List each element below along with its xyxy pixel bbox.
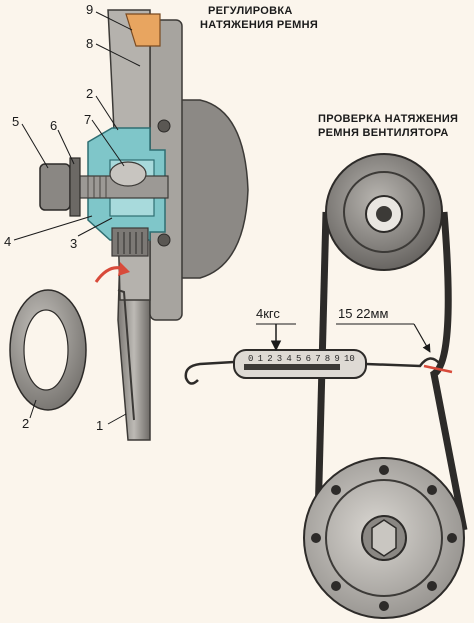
callout-8: 8 <box>86 36 93 51</box>
deflection-marker <box>423 364 453 374</box>
ratchet-nut <box>371 519 397 557</box>
scale-mark-6: 6 <box>306 354 311 364</box>
spare-washer <box>9 289 87 411</box>
housing-bolt-bottom <box>157 233 171 247</box>
callout-2-washer: 2 <box>22 416 29 431</box>
callout-5: 5 <box>12 114 19 129</box>
scale-mark-7: 7 <box>315 354 320 364</box>
scale-slot <box>244 364 340 370</box>
crankshaft-pulley-ring <box>325 479 443 597</box>
belt-right-run <box>430 211 468 531</box>
rotation-arrow-head <box>118 262 130 276</box>
scale-left-hook <box>184 360 235 385</box>
plate-teeth <box>117 232 143 254</box>
generator-pulley-ring <box>343 171 425 253</box>
sleeve <box>109 161 147 187</box>
scale-mark-10: 10 <box>344 354 355 364</box>
heading-check-line2: РЕМНЯ ВЕНТИЛЯТОРА <box>318 127 449 139</box>
scale-mark-5: 5 <box>296 354 301 364</box>
scale-mark-3: 3 <box>277 354 282 364</box>
scale-mark-0: 0 <box>248 354 253 364</box>
belt-drive <box>303 153 468 619</box>
callout-4: 4 <box>4 234 11 249</box>
heading-check-line1: ПРОВЕРКА НАТЯЖЕНИЯ <box>318 113 458 125</box>
callout-1: 1 <box>96 418 103 433</box>
deflection-label: 15 22мм <box>338 306 388 321</box>
leader-lines <box>13 11 141 425</box>
callout-9: 9 <box>86 2 93 17</box>
callout-6: 6 <box>50 118 57 133</box>
scale-right-hook <box>365 357 441 368</box>
heading-adjust-line1: РЕГУЛИРОВКА <box>208 5 293 17</box>
bracket-slot <box>117 289 135 421</box>
generator-assembly <box>39 9 249 441</box>
scale-mark-1: 1 <box>258 354 263 364</box>
scale-mark-8: 8 <box>325 354 330 364</box>
scale-mark-2: 2 <box>267 354 272 364</box>
callout-2-top: 2 <box>86 86 93 101</box>
deflection-arrow <box>413 323 431 353</box>
belt-section <box>125 13 161 47</box>
nut <box>39 163 71 211</box>
pulley-holes <box>311 465 457 611</box>
spring-washer <box>69 157 81 217</box>
scale-mark-9: 9 <box>334 354 339 364</box>
callout-7: 7 <box>84 112 91 127</box>
bolt-thread <box>87 176 107 198</box>
callout-3: 3 <box>70 236 77 251</box>
heading-adjust-line2: НАТЯЖЕНИЯ РЕМНЯ <box>200 19 318 31</box>
generator-pulley-bore <box>376 206 392 222</box>
housing-bolt-top <box>157 119 171 133</box>
force-label: 4кгс <box>256 306 280 321</box>
scale-mark-4: 4 <box>286 354 291 364</box>
